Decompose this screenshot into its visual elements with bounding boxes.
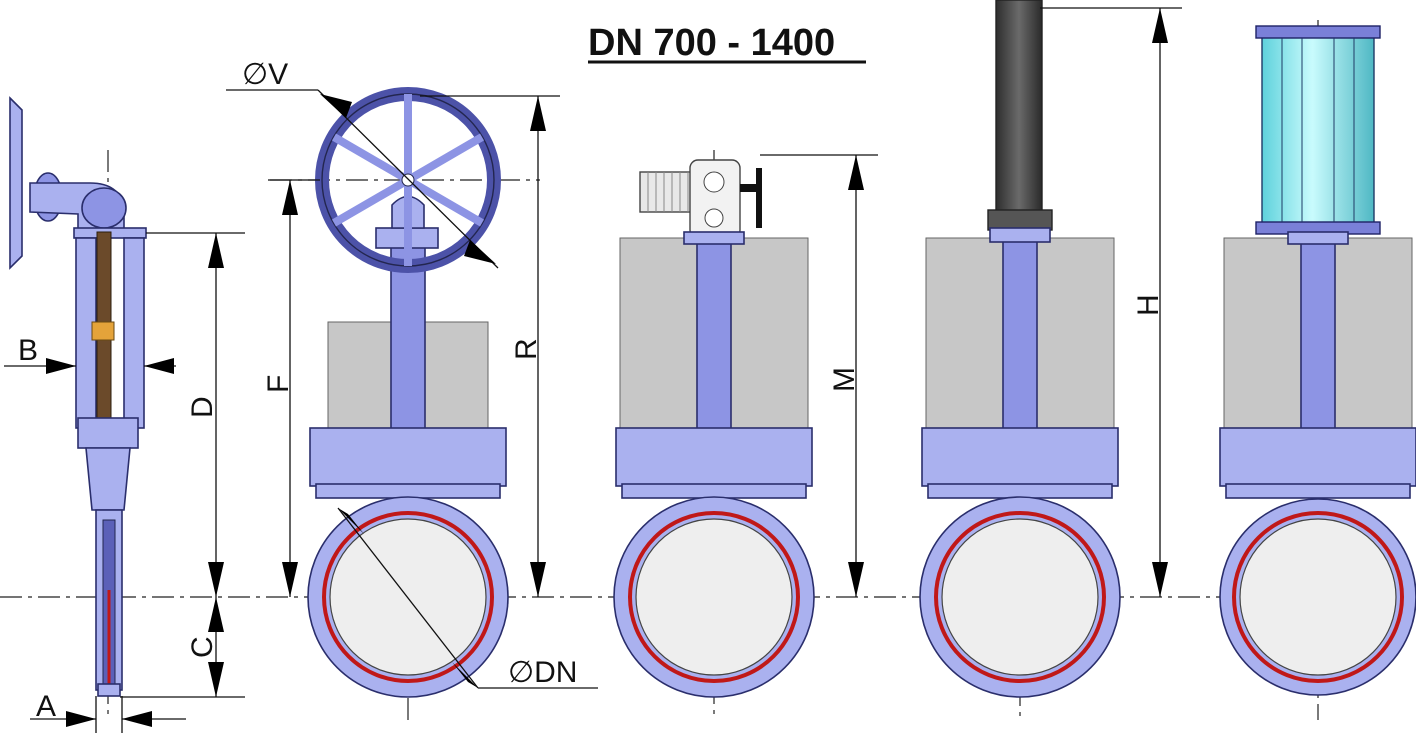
dim-label-D: D	[186, 396, 219, 418]
dim-label-H: H	[1132, 294, 1165, 316]
front-view-electric-actuator: M	[613, 150, 878, 720]
dim-label-R: R	[510, 338, 543, 360]
dim-label-F: F	[262, 375, 295, 393]
valve-bonnet	[309, 427, 507, 487]
pneumatic-cylinder	[995, 0, 1043, 213]
side-view-handwheel: B D C A	[4, 96, 245, 733]
dim-label-C: C	[186, 636, 219, 658]
dim-label-M: M	[828, 367, 861, 392]
hydraulic-cylinder	[1261, 33, 1375, 227]
drawing-title: DN 700 - 1400	[588, 22, 866, 64]
dim-label-B: B	[18, 334, 38, 367]
dim-label-V: ∅V	[242, 58, 288, 91]
front-view-pneumatic-cylinder: H	[919, 0, 1182, 720]
title-text: DN 700 - 1400	[588, 22, 835, 64]
front-view-double-acting-cylinder	[1219, 20, 1416, 720]
front-view-handwheel: F R ∅V ∅DN	[226, 58, 598, 720]
dim-label-DN: ∅DN	[508, 656, 577, 689]
dim-label-A: A	[36, 690, 56, 723]
